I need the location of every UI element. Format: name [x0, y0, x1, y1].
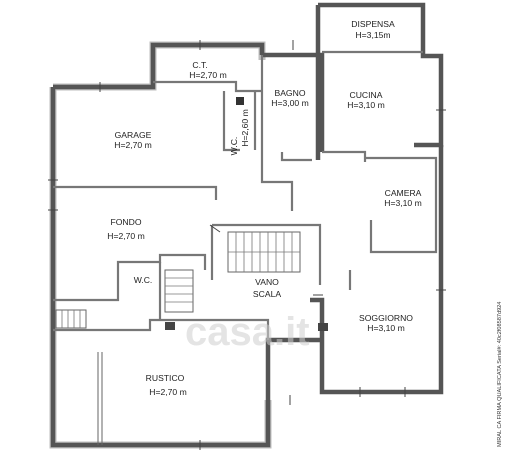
- outer-walls: [50, 2, 444, 448]
- window-marks: [48, 40, 446, 450]
- label-dispensa-height: H=3,15m: [355, 30, 390, 40]
- label-dispensa: DISPENSA: [351, 19, 395, 29]
- label-soggiorno: SOGGIORNO: [359, 313, 413, 323]
- label-wc-upper: W.C.: [229, 137, 239, 156]
- label-cucina-height: H=3,10 m: [347, 100, 385, 110]
- staircase-main: [227, 231, 301, 273]
- label-ct: C.T.: [192, 60, 207, 70]
- label-fondo: FONDO: [110, 217, 141, 227]
- staircase-bottom-left: [55, 309, 87, 329]
- label-scala: SCALA: [253, 289, 281, 299]
- label-soggiorno-height: H=3,10 m: [367, 323, 405, 333]
- shaft-markers: [165, 97, 328, 331]
- staircase-left: [164, 269, 194, 313]
- label-ct-height: H=2,70 m: [189, 70, 227, 80]
- label-camera-height: H=3,10 m: [384, 198, 422, 208]
- label-garage: GARAGE: [115, 130, 152, 140]
- label-rustico-height: H=2,70 m: [149, 387, 187, 397]
- label-camera: CAMERA: [385, 188, 422, 198]
- label-cucina: CUCINA: [350, 90, 383, 100]
- label-wc-upper-height: H=2,60 m: [240, 109, 250, 147]
- label-bagno-height: H=3,00 m: [271, 98, 309, 108]
- room-labels: DISPENSA H=3,15m C.T. H=2,70 m BAGNO H=3…: [107, 19, 422, 397]
- signature-text: MIRAL CA FIRMA QUALIFICATA Serial#: 40c2…: [497, 302, 503, 447]
- label-vano: VANO: [255, 277, 279, 287]
- watermark-text: casa.it: [185, 310, 310, 354]
- interior-walls: [53, 91, 367, 445]
- label-garage-height: H=2,70 m: [114, 140, 152, 150]
- label-wc-lower: W.C.: [134, 275, 153, 285]
- label-bagno: BAGNO: [274, 88, 305, 98]
- label-rustico: RUSTICO: [146, 373, 185, 383]
- label-fondo-height: H=2,70 m: [107, 231, 145, 241]
